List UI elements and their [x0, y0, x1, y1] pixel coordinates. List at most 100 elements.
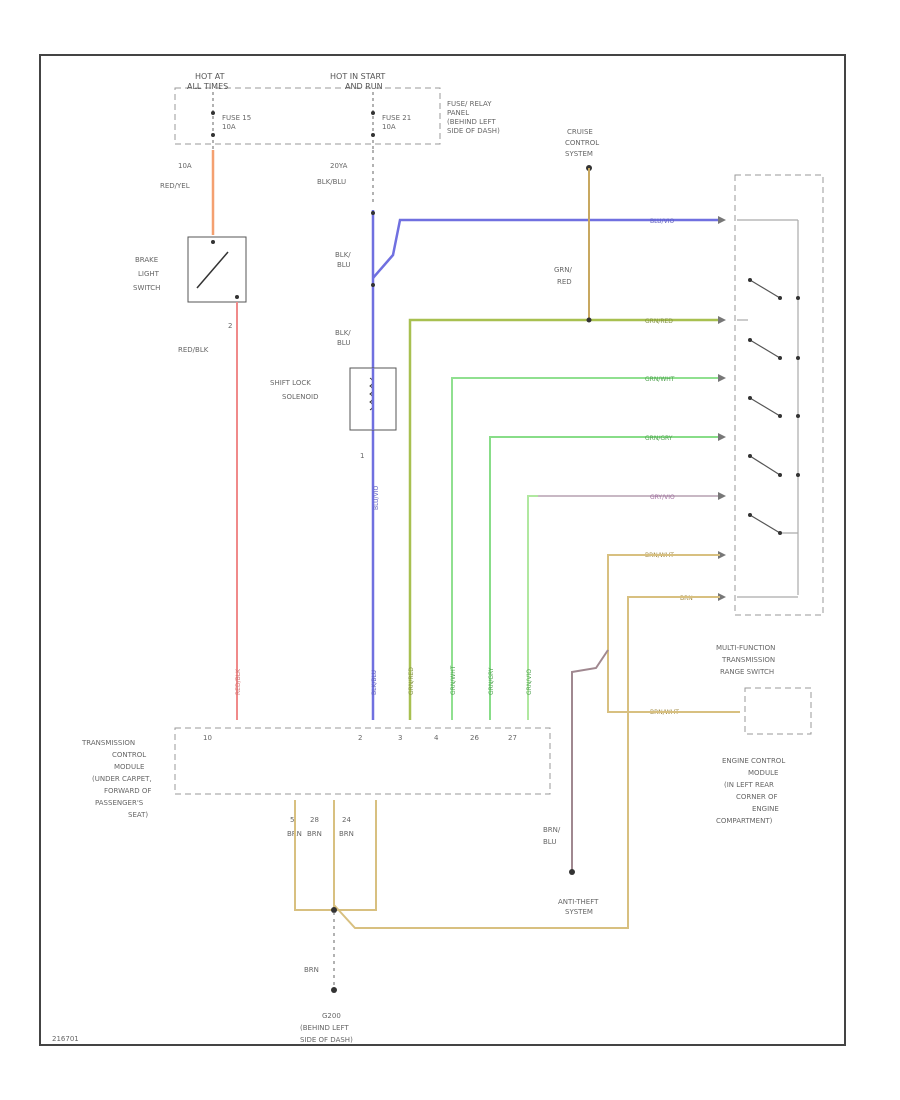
- ecm-label-1: ENGINE CONTROL: [722, 757, 785, 765]
- grn-red-label-2: RED: [557, 278, 572, 286]
- wire-grn-gry: [489, 436, 720, 720]
- brake-light-switch-label-3: SWITCH: [133, 284, 160, 292]
- fuse-21-node-top: [371, 111, 375, 115]
- h-grn-gry-label: GRN/GRY: [645, 435, 673, 442]
- brn-label-3: BRN: [339, 830, 354, 838]
- ecm-label-4: CORNER OF: [736, 793, 778, 801]
- tcm-box: [174, 727, 551, 795]
- anti-theft-label-2: SYSTEM: [565, 908, 593, 916]
- tcm-label-2: CONTROL: [112, 751, 146, 759]
- tcm-label-1: TRANSMISSION: [81, 739, 135, 747]
- blk-blu-label-2a: BLK/: [335, 329, 351, 337]
- blk-blu-label-2b: BLU: [337, 339, 350, 347]
- fuse-relay-panel-label-3: (BEHIND LEFT: [447, 118, 496, 126]
- grn-gry-vert-label: GRN/GRY: [488, 667, 495, 695]
- tcm-pin-3: 3: [398, 734, 402, 742]
- blk-blu-label-1a: BLK/: [335, 251, 351, 259]
- tcm-pin-5: 5: [290, 816, 294, 824]
- blk-blu-label-1b: BLU: [337, 261, 350, 269]
- ground-junction: [331, 907, 337, 913]
- wire-label-10a: 10A: [178, 162, 192, 170]
- ecm-label-5: ENGINE: [752, 805, 779, 813]
- range-switch-arrows: [718, 216, 726, 601]
- fuse-relay-panel-label-1: FUSE/ RELAY: [447, 100, 492, 108]
- tcm-label-6: PASSENGER'S: [95, 799, 144, 807]
- mf-range-switch-label-1: MULTI-FUNCTION: [716, 644, 775, 652]
- fuse-15-label-1: FUSE 15: [222, 114, 251, 122]
- hot-at-all-times-label-1: HOT AT: [195, 72, 225, 81]
- range-switch-contacts: [737, 219, 799, 598]
- tcm-pin-24: 24: [342, 816, 351, 824]
- wire-grn-wht: [451, 377, 720, 720]
- anti-theft-node: [569, 869, 575, 875]
- grn-red-vert-label: GRN/RED: [408, 667, 415, 695]
- diagram-frame: [39, 54, 846, 1046]
- ground-label-3: SIDE OF DASH): [300, 1036, 353, 1044]
- cruise-control-label-3: SYSTEM: [565, 150, 593, 158]
- pin-1-label: 1: [360, 452, 364, 460]
- red-blk-vert-label: RED/BLK: [235, 668, 242, 695]
- brake-light-switch-label-1: BRAKE: [135, 256, 158, 264]
- wire-grn-vio: [527, 495, 720, 720]
- range-switch-box: [734, 174, 824, 616]
- wire-blu-horizontal: [372, 218, 720, 279]
- fuse-21-node-bottom: [371, 133, 375, 137]
- range-switch-nodes: [748, 278, 800, 535]
- cruise-control-label-1: CRUISE: [567, 128, 593, 136]
- grn-wht-vert-label: GRN/WHT: [450, 665, 457, 695]
- brake-switch-node-bottom: [235, 295, 239, 299]
- fuse-relay-panel-label-4: SIDE OF DASH): [447, 127, 500, 135]
- ground-node: [331, 987, 337, 993]
- fuse-21-label-1: FUSE 21: [382, 114, 411, 122]
- tcm-label-4: (UNDER CARPET,: [92, 775, 152, 783]
- tcm-pin-2: 2: [358, 734, 362, 742]
- h-blu-label: BLU/VIO: [650, 218, 674, 225]
- fuse-15-node-bottom: [211, 133, 215, 137]
- brake-light-switch-label-2: LIGHT: [138, 270, 160, 278]
- shift-lock-solenoid-label-1: SHIFT LOCK: [270, 379, 311, 387]
- red-blk-label: RED/BLK: [178, 346, 209, 354]
- figure-id: 216701: [52, 1035, 79, 1043]
- tcm-pin-27: 27: [508, 734, 517, 742]
- ecm-label-6: COMPARTMENT): [716, 817, 773, 825]
- tcm-label-5: FORWARD OF: [104, 787, 151, 795]
- wire-brn-ground-loop: [294, 800, 377, 911]
- wire-label-20ya: 20YA: [330, 162, 348, 170]
- hot-at-all-times-label-2: ALL TIMES: [187, 82, 228, 91]
- ecm-box: [744, 687, 812, 735]
- tcm-label-7: SEAT): [128, 811, 148, 819]
- fuse-relay-panel-box: [174, 87, 441, 145]
- mf-range-switch-label-3: RANGE SWITCH: [720, 668, 774, 676]
- grn-vio-vert-label: GRN/VIO: [526, 669, 533, 695]
- brn-blu-label-1: BRN/: [543, 826, 561, 834]
- tcm-pin-28: 28: [310, 816, 319, 824]
- wire-brn-blu: [571, 649, 609, 870]
- fuse-relay-panel-label-2: PANEL: [447, 109, 469, 117]
- blu-node-mid: [371, 283, 375, 287]
- tcm-pin-4: 4: [434, 734, 439, 742]
- wire-label-blk-blu-top: BLK/BLU: [317, 178, 346, 186]
- ground-label-1: G200: [322, 1012, 341, 1020]
- wire-brn-wht: [607, 554, 740, 713]
- shift-lock-solenoid-label-2: SOLENOID: [282, 393, 318, 401]
- wire-brn: [333, 596, 720, 929]
- pin-2-label: 2: [228, 322, 232, 330]
- h-gry-vio-label: GRY/VIO: [650, 494, 675, 501]
- ground-label-2: (BEHIND LEFT: [300, 1024, 349, 1032]
- fuse-21-label-2: 10A: [382, 123, 396, 131]
- tcm-pin-10: 10: [203, 734, 212, 742]
- h-grn-red-label: GRN/RED: [645, 318, 673, 325]
- brake-switch-contact: [196, 251, 229, 289]
- wire-grn-red: [408, 318, 720, 720]
- hot-in-start-run-label-2: AND RUN: [345, 82, 383, 91]
- h-brn-label: BRN: [680, 595, 693, 602]
- fuse-15-label-2: 10A: [222, 123, 236, 131]
- grn-red-label-1: GRN/: [554, 266, 573, 274]
- cruise-control-label-2: CONTROL: [565, 139, 599, 147]
- blk-blu-vert-label: BLK/BLU: [371, 670, 378, 695]
- grn-red-junction: [586, 317, 592, 323]
- fuse-15-node-top: [211, 111, 215, 115]
- mf-range-switch-label-2: TRANSMISSION: [721, 656, 775, 664]
- ecm-label-3: (IN LEFT REAR: [724, 781, 774, 789]
